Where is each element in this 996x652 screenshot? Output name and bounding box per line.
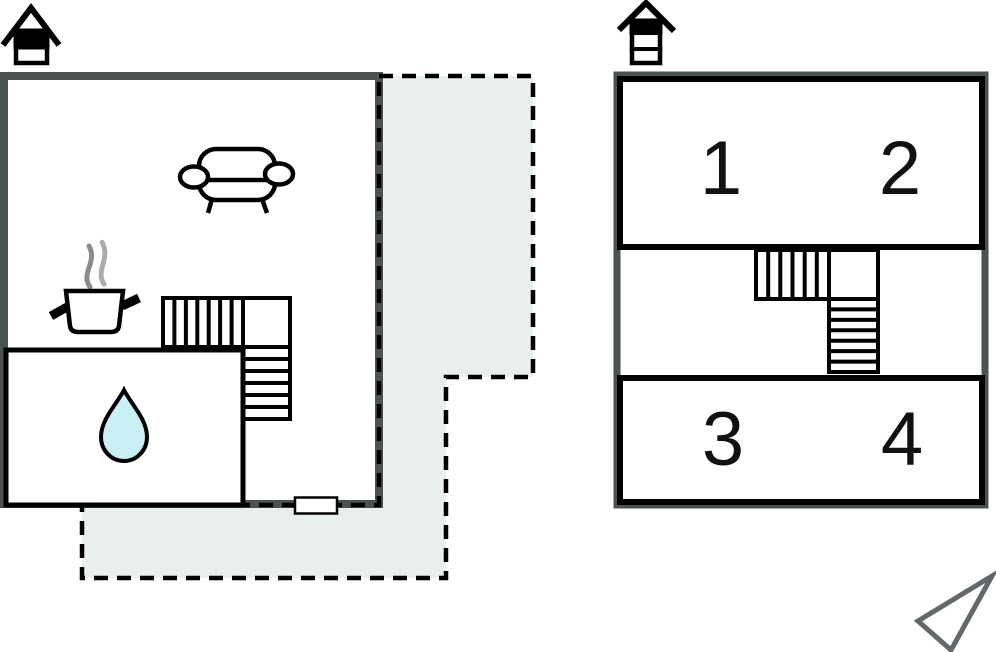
terrace-area <box>82 76 533 578</box>
room-label-4: 4 <box>881 397 923 482</box>
direction-arrow-icon <box>913 570 996 652</box>
steam-icon <box>84 239 108 290</box>
pot-handle-left <box>48 303 70 320</box>
entrance-door <box>293 496 339 515</box>
cooking-pot-icon <box>48 288 141 335</box>
room-label-2: 2 <box>879 126 921 211</box>
steam-line-1 <box>84 243 95 290</box>
ground-floor-plan <box>0 3 536 581</box>
room-label-1: 1 <box>700 126 742 211</box>
house-level-fill <box>13 28 50 50</box>
sofa-arm-right <box>262 161 296 187</box>
sofa-arm-left <box>177 164 211 190</box>
water-drop-icon <box>98 385 150 464</box>
house-roof-icon <box>0 3 62 47</box>
steam-line-2 <box>98 239 108 287</box>
rooms-3-4-walls <box>617 375 985 505</box>
house-level-indicator-upper <box>616 0 677 66</box>
sofa-icon <box>177 146 296 214</box>
house-roof-icon <box>616 0 677 34</box>
staircase-upper <box>754 248 880 374</box>
stair-landing <box>241 296 292 349</box>
pot-body <box>63 288 126 335</box>
room-label-3: 3 <box>702 397 744 482</box>
house-level-indicator-ground <box>0 3 62 66</box>
upper-floor-plan: 1 2 3 4 <box>613 0 989 509</box>
house-level-fill <box>629 18 663 35</box>
stair-landing <box>827 248 880 301</box>
rooms-1-2-walls <box>617 76 985 250</box>
terrace-dashed-outline <box>79 73 536 581</box>
pot-handle-right <box>120 293 141 311</box>
